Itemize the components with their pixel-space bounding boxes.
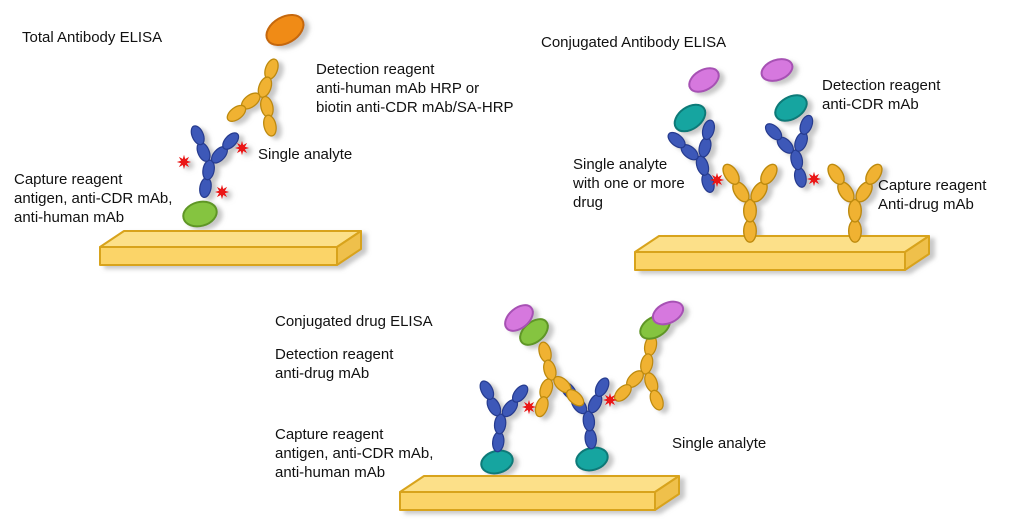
total-capture-label: Capture reagent antigen, anti-CDR mAb, a… xyxy=(14,171,173,226)
analyte-marker-star xyxy=(176,154,192,170)
conj-drug-analyte-label: Single analyte xyxy=(672,435,767,452)
detection-conjugate-oval xyxy=(651,300,685,326)
conj-ab-title: Conjugated Antibody ELISA xyxy=(541,34,727,51)
conj-ab-detection-label: Detection reagent anti-CDR mAb xyxy=(822,77,941,113)
microplate-strip xyxy=(99,230,362,266)
microplate-strip xyxy=(399,475,680,511)
total-analyte-label: Single analyte xyxy=(258,146,353,163)
capture-antibody xyxy=(824,160,886,243)
capture-antibody xyxy=(719,160,781,243)
total-detection-label: Detection reagent anti-human mAb HRP or … xyxy=(316,61,514,116)
detection-conjugate-oval xyxy=(688,67,720,93)
hrp-enzyme-oval xyxy=(265,13,305,47)
analyte-marker-star xyxy=(234,140,250,156)
conj-drug-detection-label: Detection reagent anti-drug mAb xyxy=(275,346,394,382)
conj-drug-title: Conjugated drug ELISA xyxy=(275,313,433,330)
detection-antibody xyxy=(609,329,681,415)
conjugated-drug-elisa-graphic xyxy=(399,300,685,511)
conj-ab-capture-label: Capture reagent Anti-drug mAb xyxy=(878,177,987,213)
microplate-strip xyxy=(634,235,930,271)
analyte-marker-star xyxy=(709,172,725,188)
conjugated-antibody-elisa-graphic xyxy=(634,58,930,271)
capture-drug-oval xyxy=(480,449,514,475)
drug-oval xyxy=(774,94,808,122)
analyte-marker-star xyxy=(806,171,822,187)
analyte-marker-star xyxy=(602,392,618,408)
detection-conjugate-oval xyxy=(760,58,794,82)
analyte-marker-star xyxy=(521,399,537,415)
drug-oval xyxy=(673,103,707,133)
capture-antigen-oval xyxy=(182,200,218,228)
analyte-marker-star xyxy=(214,184,230,200)
conj-drug-capture-label: Capture reagent antigen, anti-CDR mAb, a… xyxy=(275,426,434,481)
total-elisa-graphic xyxy=(99,13,362,266)
conj-ab-analyte-label: Single analyte with one or more drug xyxy=(573,156,685,211)
capture-antibody xyxy=(469,377,533,456)
detection-conjugate-oval xyxy=(504,304,534,332)
total-elisa-title: Total Antibody ELISA xyxy=(22,29,163,46)
detection-antibody xyxy=(221,48,303,142)
